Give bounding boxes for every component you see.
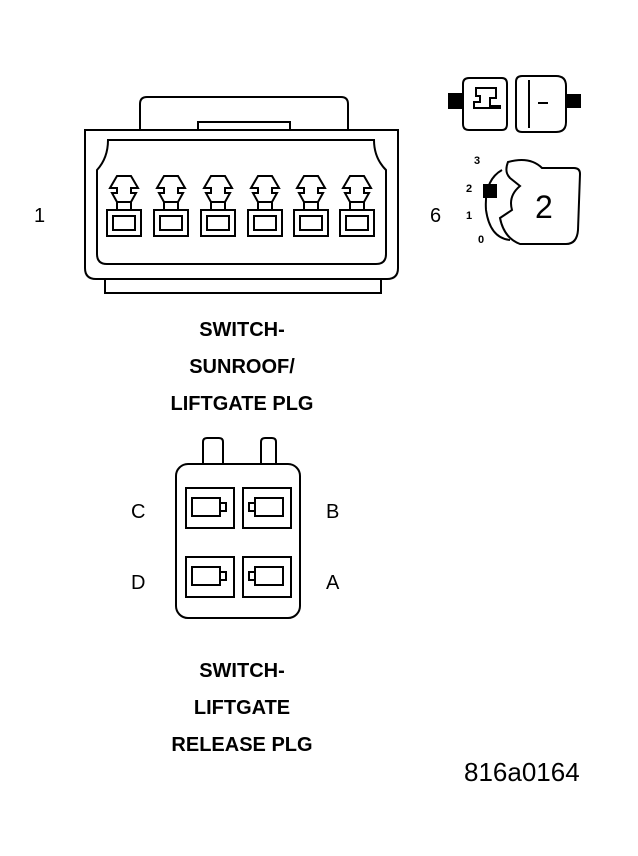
- terminal-cavity-5: [293, 175, 329, 237]
- terminal-socket: [299, 215, 323, 231]
- pin-label-c: C: [131, 501, 146, 523]
- connector1-caption-line3: LIFTGATE PLG: [170, 393, 314, 415]
- terminal-barb: [108, 175, 140, 203]
- key-position-0: 0: [478, 234, 485, 246]
- cavity-latch: [248, 502, 256, 512]
- connector2-pins: [185, 487, 292, 598]
- terminal-neck: [210, 201, 226, 211]
- cavity-latch: [219, 571, 227, 581]
- connector-skirt: [104, 279, 382, 294]
- connector2-caption: SWITCH- LIFTGATE RELEASE PLG: [92, 653, 392, 764]
- connector2-post-right: [260, 437, 277, 464]
- connector1-caption: SWITCH- SUNROOF/ LIFTGATE PLG: [92, 312, 392, 423]
- switch-icon: [448, 75, 581, 133]
- terminal-neck: [116, 201, 132, 211]
- pin-label-b: B: [326, 501, 340, 523]
- terminal-neck: [303, 201, 319, 211]
- terminal-barb: [249, 175, 281, 203]
- key-position-marker: [483, 184, 497, 198]
- terminal-neck: [163, 201, 179, 211]
- terminal-socket: [112, 215, 136, 231]
- cavity-b: [242, 487, 292, 529]
- key-position-1: 1: [466, 210, 473, 222]
- icon-left-stub: [448, 93, 464, 109]
- terminal-cavity-1: [106, 175, 142, 237]
- cavity-d: [185, 556, 235, 598]
- cavity-terminal: [191, 497, 221, 517]
- terminal-socket: [345, 215, 369, 231]
- connector2-caption-line3: RELEASE PLG: [171, 734, 313, 756]
- terminal-barb: [295, 175, 327, 203]
- terminal-cavity-2: [153, 175, 189, 237]
- terminal-neck: [257, 201, 273, 211]
- key-body: [498, 159, 582, 245]
- terminal-cavity-3: [200, 175, 236, 237]
- connector1-pins: [106, 175, 375, 237]
- terminal-neck: [349, 201, 365, 211]
- connector2-caption-line2: LIFTGATE: [193, 697, 291, 719]
- terminal-barb: [155, 175, 187, 203]
- terminal-socket: [253, 215, 277, 231]
- connector-latch: [139, 96, 349, 130]
- key-arc: [484, 169, 511, 241]
- cavity-terminal: [254, 566, 284, 586]
- key-position-3: 3: [474, 155, 481, 167]
- icon-right-stub: [565, 94, 581, 108]
- key-icon: [483, 159, 582, 245]
- figure-id: 816a0164: [464, 757, 580, 787]
- cavity-latch: [248, 571, 256, 581]
- terminal-barb: [202, 175, 234, 203]
- sunroof-liftgate-connector: [84, 96, 399, 294]
- cavity-terminal: [254, 497, 284, 517]
- key-number: 2: [535, 189, 553, 225]
- connector2-post-left: [202, 437, 224, 464]
- connector-cavity: [96, 139, 387, 265]
- connector-body: [84, 129, 399, 280]
- terminal-cavity-4: [247, 175, 283, 237]
- terminal-cavity-6: [339, 175, 375, 237]
- key-position-2: 2: [466, 183, 473, 195]
- icon-slider-notch: [473, 87, 501, 109]
- connector1-caption-line2: SUNROOF/: [189, 356, 295, 378]
- connector1-caption-line1: SWITCH-: [199, 319, 285, 341]
- pin-label-d: D: [131, 572, 146, 594]
- cavity-a: [242, 556, 292, 598]
- cavity-terminal: [191, 566, 221, 586]
- terminal-socket: [159, 215, 183, 231]
- cavity-c: [185, 487, 235, 529]
- cavity-latch: [219, 502, 227, 512]
- pin-label-1: 1: [34, 205, 46, 227]
- connector2-caption-line1: SWITCH-: [199, 660, 285, 682]
- pin-label-6: 6: [430, 205, 442, 227]
- pin-label-a: A: [326, 572, 340, 594]
- terminal-socket: [206, 215, 230, 231]
- terminal-barb: [341, 175, 373, 203]
